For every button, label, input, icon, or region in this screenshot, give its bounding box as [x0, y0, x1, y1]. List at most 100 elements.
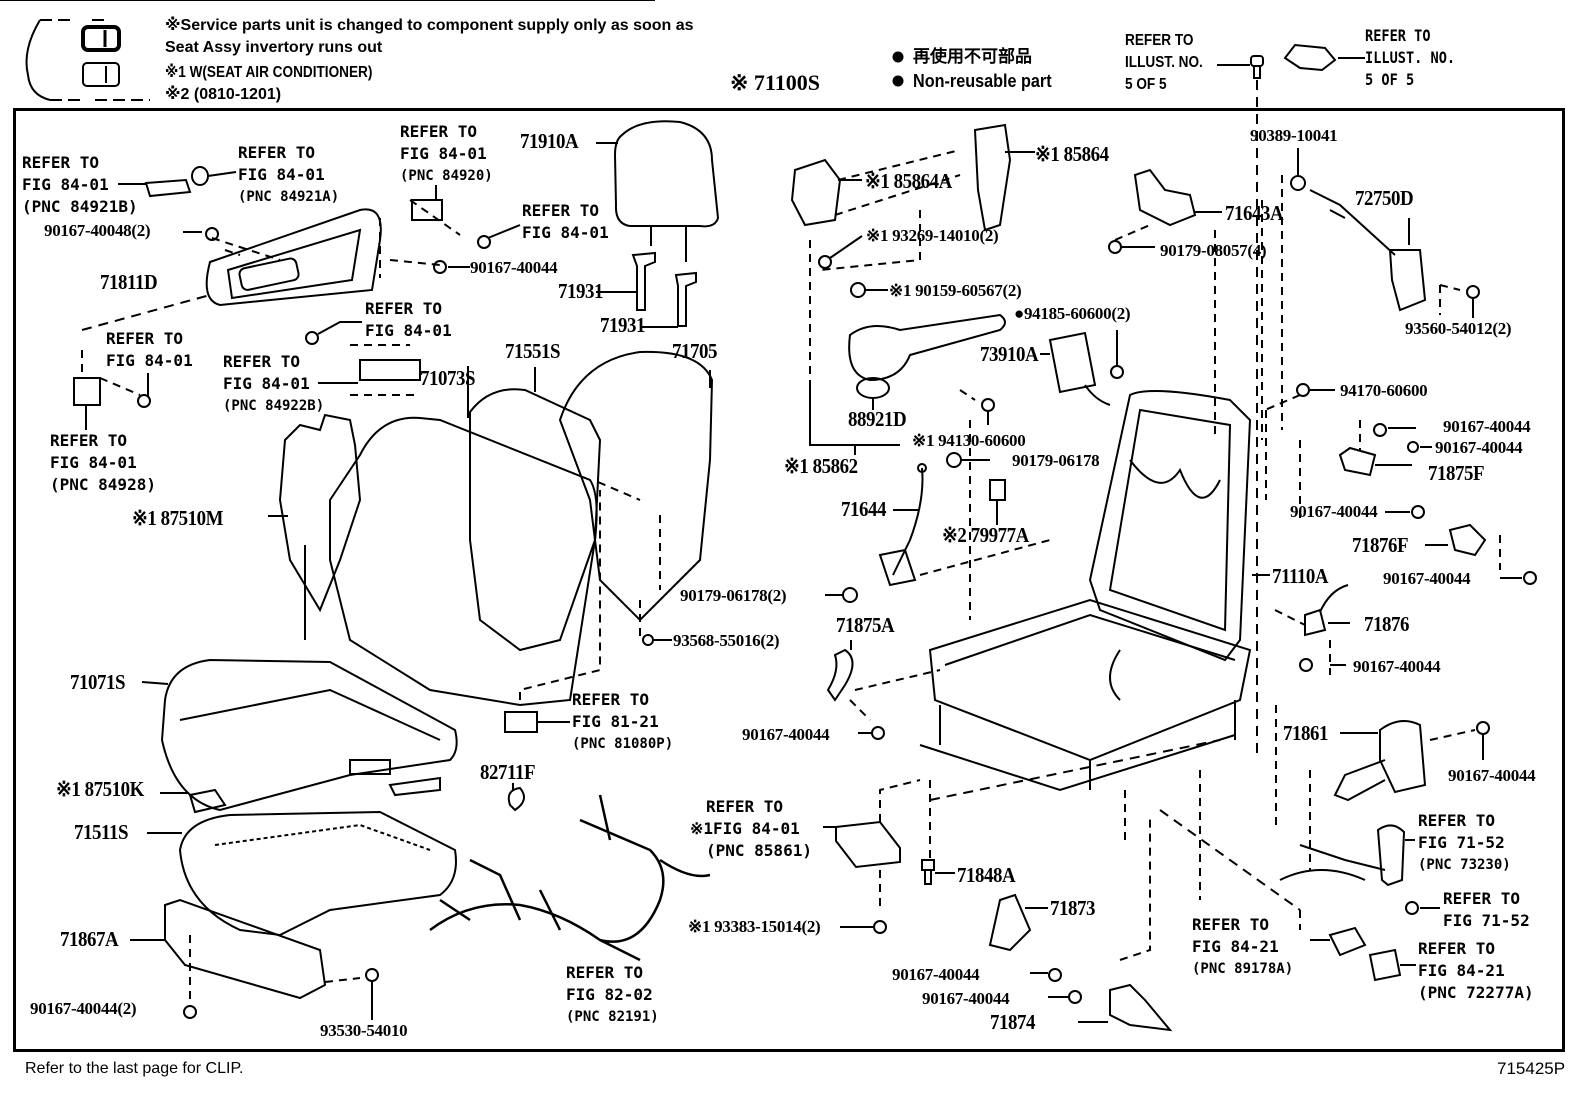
part-90167-40044-d[interactable]: 90167-40044 [1435, 438, 1523, 457]
part-87510K[interactable]: ※1 87510K [56, 777, 144, 801]
diagram-frame [13, 108, 1565, 1052]
part-90167-40044-2[interactable]: 90167-40044(2) [30, 999, 137, 1018]
legend-note-2: Seat Assy invertory runs out [165, 39, 383, 56]
part-90167-40044-a[interactable]: 90167-40044 [470, 258, 558, 277]
seatback-pad-71551S [469, 388, 602, 652]
seat-cushion-shield-71867A [164, 898, 327, 1000]
part-94170-60600[interactable]: 94170-60600 [1340, 381, 1428, 400]
part-82711F[interactable]: 82711F [480, 760, 536, 784]
part-94185-60600[interactable]: ●94185-60600(2) [1014, 304, 1131, 323]
part-72750D[interactable]: 72750D [1355, 186, 1414, 210]
part-90159-60567[interactable]: ※1 90159-60567(2) [889, 281, 1022, 300]
part-71643A[interactable]: 71643A [1225, 201, 1284, 225]
part-90167-40044-e[interactable]: 90167-40044 [1290, 502, 1378, 521]
non-reusable-dot-icon [892, 51, 904, 63]
part-93383-15014[interactable]: ※1 93383-15014(2) [688, 917, 821, 936]
part-71910A[interactable]: 71910A [520, 129, 579, 153]
seat-cushion-pad-71511S [178, 810, 457, 937]
legend-bracket [25, 19, 51, 101]
part-85862[interactable]: ※1 85862 [784, 454, 858, 478]
wire-harness-drawing [429, 794, 711, 962]
seat-cushion-cover-71071S [160, 658, 458, 812]
part-90179-06178[interactable]: 90179-06178 [1012, 451, 1100, 470]
legend-note-1: ※Service parts unit is changed to compon… [165, 17, 694, 34]
part-71705[interactable]: 71705 [672, 339, 717, 363]
part-71876[interactable]: 71876 [1364, 612, 1409, 636]
part-71874[interactable]: 71874 [990, 1010, 1035, 1034]
part-71071S[interactable]: 71071S [70, 670, 126, 694]
refer-illust-left[interactable]: REFER TO ILLUST. NO. 5 OF 5 [1125, 32, 1203, 93]
part-90179-06178-2[interactable]: 90179-06178(2) [680, 586, 787, 605]
illustration-id: 715425P [1497, 1059, 1566, 1078]
clip-part-icon [1283, 43, 1337, 72]
part-90389-10041[interactable]: 90389-10041 [1250, 126, 1338, 145]
part-87510M[interactable]: ※1 87510M [132, 506, 224, 530]
non-reusable-jp: 再使用不可部品 [913, 47, 1032, 66]
legend-note-3: ※1 W(SEAT AIR CONDITIONER) [165, 64, 373, 81]
clip-note: Refer to the last page for CLIP. [25, 1060, 244, 1077]
seatback-frame-71705 [558, 350, 714, 622]
non-reusable-en: Non-reusable part [913, 71, 1052, 91]
part-90167-40044-c[interactable]: 90167-40044 [1443, 417, 1531, 436]
part-71848A[interactable]: 71848A [957, 863, 1016, 887]
part-71861[interactable]: 71861 [1283, 721, 1328, 745]
part-71811D[interactable]: 71811D [100, 270, 158, 294]
part-71873[interactable]: 71873 [1050, 896, 1095, 920]
part-71867A[interactable]: 71867A [60, 927, 119, 951]
assembly-part-number[interactable]: ※ 71100S [730, 70, 820, 95]
part-71875A[interactable]: 71875A [836, 613, 895, 637]
part-71551S[interactable]: 71551S [505, 339, 561, 363]
part-71875F[interactable]: 71875F [1428, 461, 1485, 485]
part-90167-40044-j[interactable]: 90167-40044 [922, 989, 1010, 1008]
part-71110A[interactable]: 71110A [1272, 564, 1329, 588]
part-90179-08057[interactable]: 90179-08057(4) [1160, 241, 1267, 260]
part-93568-55016[interactable]: 93568-55016(2) [673, 631, 780, 650]
blower-85862-drawing [848, 313, 1006, 382]
part-71931-b[interactable]: 71931 [600, 313, 645, 337]
bolt-icon [1250, 55, 1264, 79]
part-85864A[interactable]: ※1 85864A [865, 169, 952, 193]
part-90167-40044-i[interactable]: 90167-40044 [892, 965, 980, 984]
part-94130-60600[interactable]: ※1 94130-60600 [912, 431, 1026, 450]
part-85864[interactable]: ※1 85864 [1035, 142, 1109, 166]
part-71876F[interactable]: 71876F [1352, 533, 1409, 557]
part-90167-40044-g[interactable]: 90167-40044 [1353, 657, 1441, 676]
part-90167-40048[interactable]: 90167-40048(2) [44, 221, 151, 240]
legend-icon-seat-air-conditioner [82, 62, 120, 87]
part-73910A[interactable]: 73910A [980, 342, 1039, 366]
seat-frame-71110A-drawing [919, 390, 1252, 792]
part-90167-40044-b[interactable]: 90167-40044 [742, 725, 830, 744]
refer-pnc-85861[interactable]: REFER TO※1FIG 84-01(PNC 85861) [690, 797, 812, 860]
part-90167-40044-h[interactable]: 90167-40044 [1448, 766, 1536, 785]
part-71073S[interactable]: 71073S [420, 366, 476, 390]
part-93530-54010[interactable]: 93530-54010 [320, 1021, 408, 1040]
part-71931-a[interactable]: 71931 [558, 279, 603, 303]
refer-illust-right[interactable]: REFER TO ILLUST. NO. 5 OF 5 [1365, 26, 1456, 89]
part-71511S[interactable]: 71511S [74, 820, 129, 844]
legend-note-4: ※2 (0810-1201) [165, 86, 282, 103]
part-71644[interactable]: 71644 [841, 497, 886, 521]
legend-icon-component-supply [81, 25, 121, 52]
part-88921D[interactable]: 88921D [848, 407, 907, 431]
part-93560-54012[interactable]: 93560-54012(2) [1405, 319, 1512, 338]
headrest-drawing [613, 120, 720, 228]
part-79977A[interactable]: ※2 79977A [942, 523, 1029, 547]
part-93269-14010[interactable]: ※1 93269-14010(2) [866, 226, 999, 245]
part-90167-40044-f[interactable]: 90167-40044 [1383, 569, 1471, 588]
seatback-cover-71073S [329, 416, 598, 707]
